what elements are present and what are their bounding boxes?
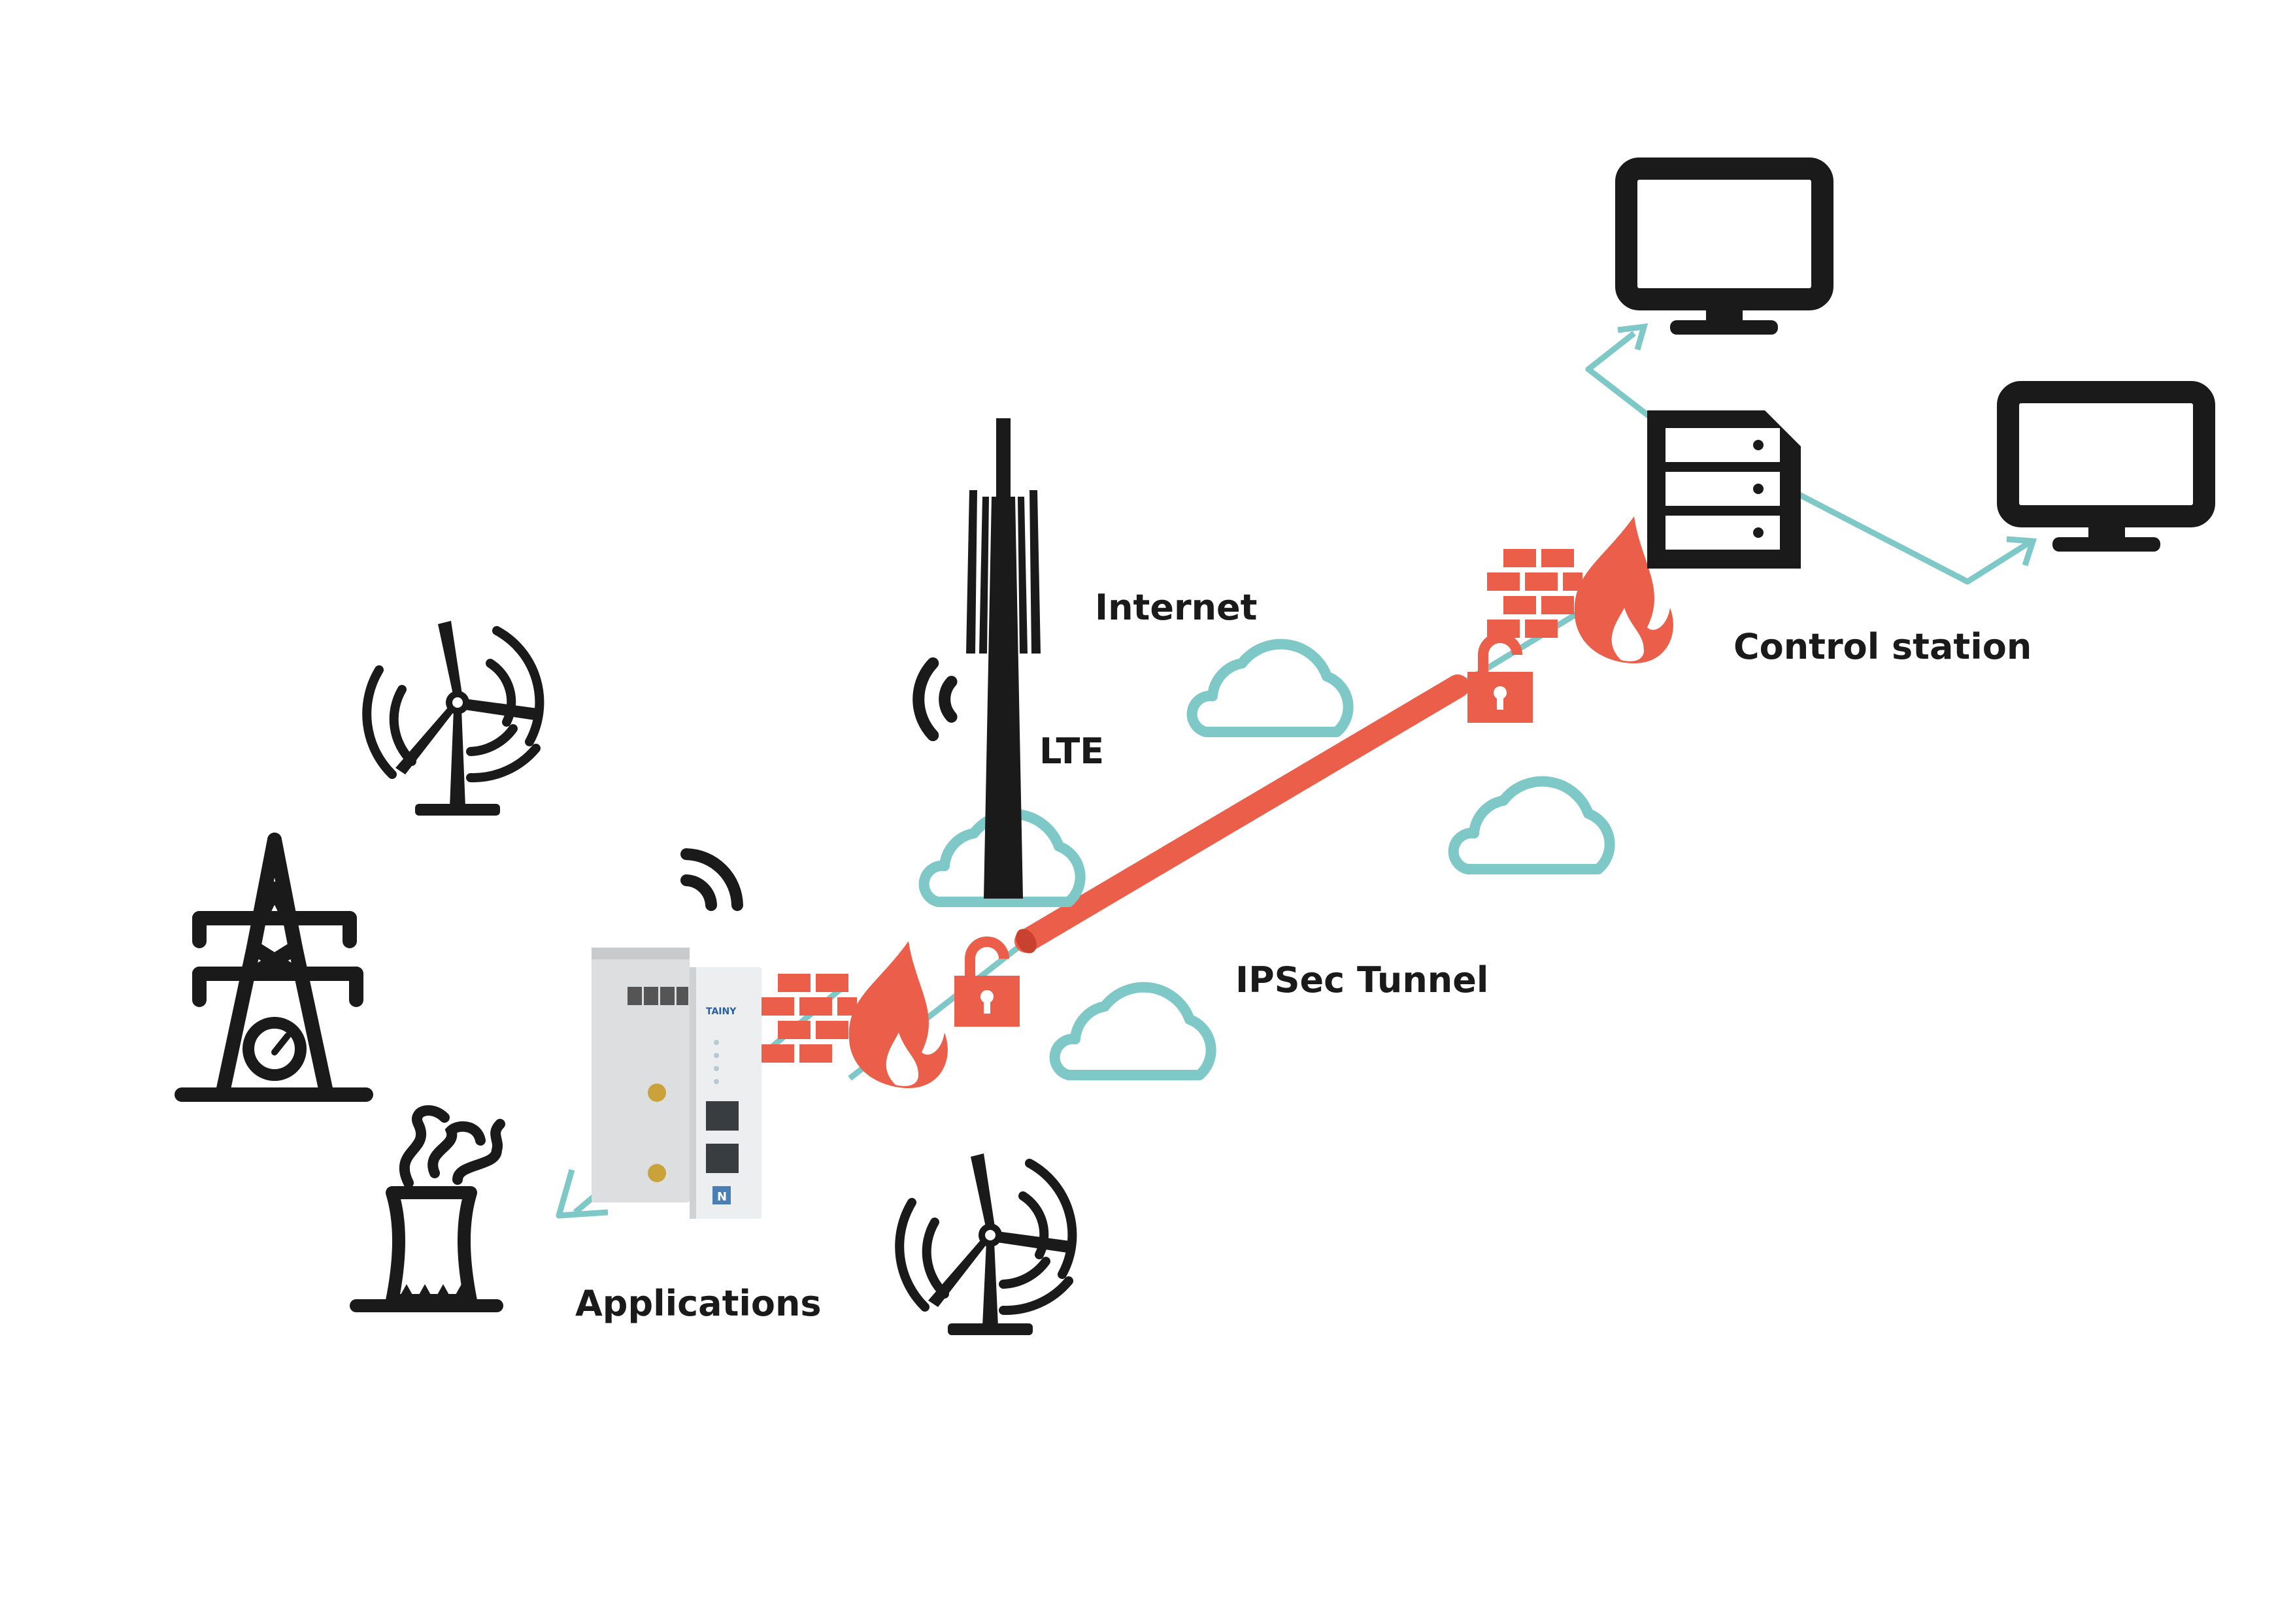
power-tower-icon (175, 833, 373, 1102)
arrow-head-monitor-top (1617, 323, 1649, 351)
server-icon (1647, 410, 1801, 569)
padlock-icon (954, 936, 1020, 1027)
link-server-to-monitor-top (1585, 331, 1662, 427)
arrow-head-monitor-right (2006, 536, 2037, 567)
ipsec-tunnel (1014, 674, 1469, 953)
wind-turbine-icon (362, 621, 544, 816)
cloud-icon (1055, 987, 1211, 1075)
firewall-icon (1487, 516, 1673, 663)
monitor-icon (1997, 381, 2215, 552)
link-server-to-monitor-right (1776, 481, 2032, 585)
control-station-label: Control station (1733, 626, 2032, 667)
wind-turbine-icon (895, 1153, 1077, 1335)
power-plant-icon (350, 1105, 505, 1312)
cloud-icon (1454, 782, 1610, 869)
arrow-head-applications (556, 1168, 609, 1219)
lte-label: LTE (1039, 731, 1105, 772)
cell-tower-icon (966, 418, 1041, 899)
padlock-icon (1467, 633, 1533, 723)
monitor-icon (1615, 157, 1833, 335)
cloud-icon (1192, 644, 1348, 732)
signal-waves-icon (897, 663, 969, 735)
applications-label: Applications (575, 1283, 822, 1324)
device-logo-letter: N (717, 1190, 727, 1204)
device-brand-label: TAINY (706, 1006, 737, 1017)
signal-waves-icon (686, 854, 737, 905)
firewall-icon (762, 941, 948, 1088)
router-device-icon: TAINY N (592, 948, 762, 1219)
internet-label: Internet (1095, 587, 1258, 628)
ipsec-tunnel-label: IPSec Tunnel (1235, 959, 1489, 1001)
